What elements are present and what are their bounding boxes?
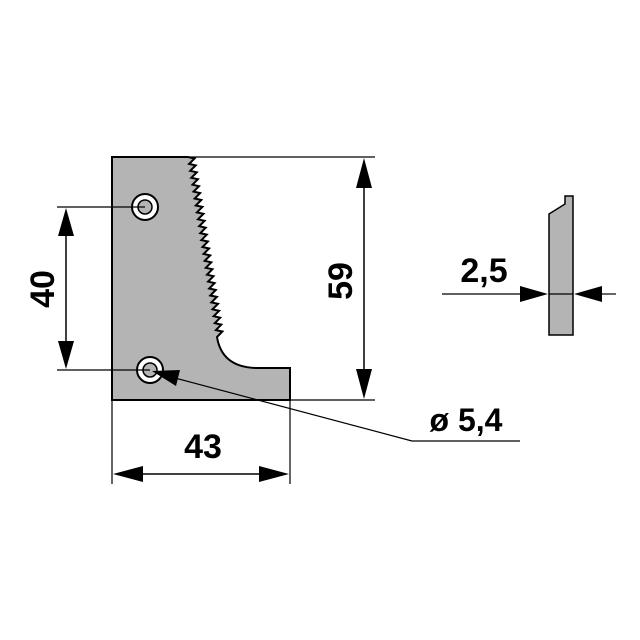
- blade-outline: [111, 156, 291, 401]
- hole-diameter-callout: ø 5,4: [152, 370, 520, 442]
- arrowhead-down: [58, 341, 74, 369]
- width-label: 43: [184, 428, 222, 466]
- leader-arrowhead: [152, 370, 180, 386]
- arrowhead-left: [574, 286, 602, 302]
- arrowhead-down: [356, 369, 372, 399]
- hole-spacing-dimension: 40: [24, 206, 150, 371]
- width-dimension: 43: [111, 400, 291, 484]
- arrowhead-up: [356, 158, 372, 188]
- arrowhead-left: [113, 466, 143, 482]
- height-dimension: 59: [190, 156, 375, 401]
- side-profile: [548, 195, 574, 336]
- height-label: 59: [322, 262, 360, 300]
- hole-spacing-label: 40: [24, 270, 62, 308]
- arrowhead-up: [58, 208, 74, 236]
- arrowhead-right: [259, 466, 289, 482]
- side-view: 2,5: [442, 195, 616, 336]
- leader-line: [174, 377, 413, 442]
- arrowhead-right: [520, 286, 548, 302]
- thickness-label: 2,5: [460, 252, 507, 290]
- hole-diameter-label: ø 5,4: [430, 402, 503, 438]
- blade-part: [111, 156, 291, 401]
